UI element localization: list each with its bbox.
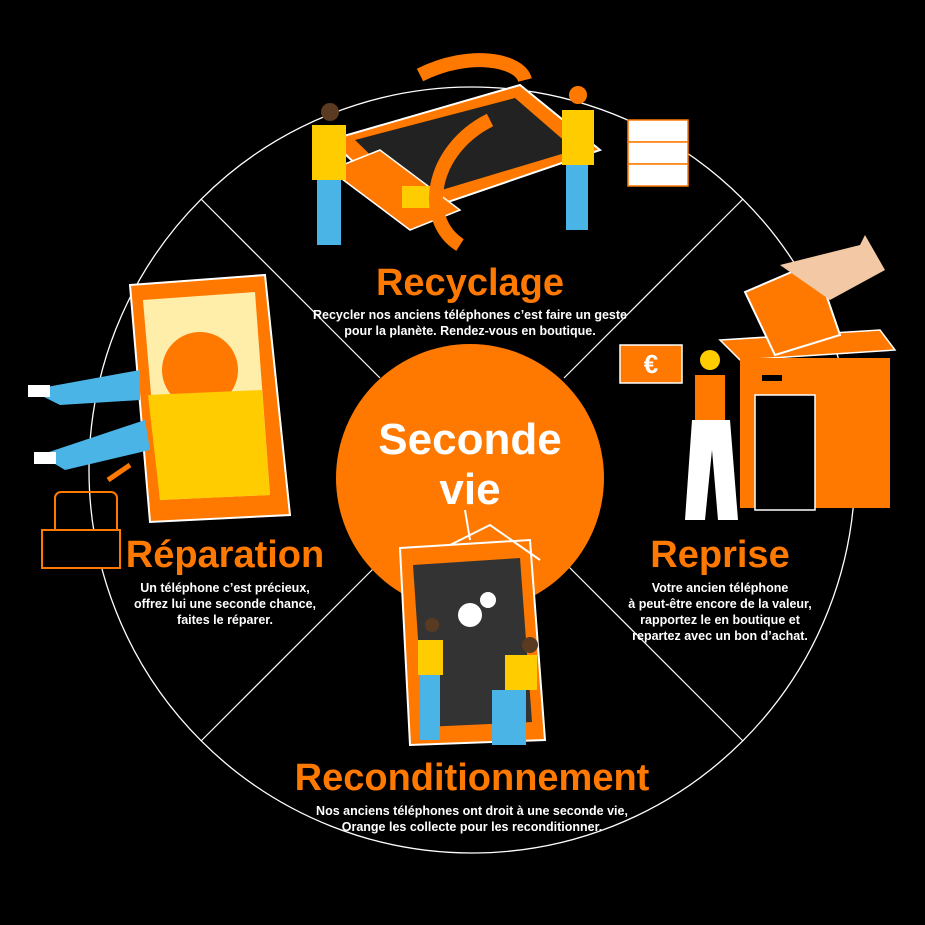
reparation-description: Un téléphone c’est précieux, offrez lui … — [105, 580, 345, 628]
reconditionnement-title: Reconditionnement — [294, 757, 650, 799]
desc-line: pour la planète. Rendez-vous en boutique… — [344, 324, 596, 338]
desc-line: repartez avec un bon d’achat. — [632, 629, 808, 643]
center-circle — [336, 344, 604, 612]
desc-line: offrez lui une seconde chance, — [134, 597, 316, 611]
reparation-title: Réparation — [125, 534, 325, 576]
desc-line: Votre ancien téléphone — [651, 581, 789, 595]
trade-in-illustration: € — [619, 235, 897, 520]
desc-line: faites le réparer. — [177, 613, 273, 627]
refurbishing-illustration — [398, 509, 547, 747]
center-line-1: Seconde — [378, 415, 562, 464]
divider-lines — [200, 198, 744, 742]
recycling-illustration — [312, 53, 689, 251]
repair-illustration — [28, 273, 292, 569]
recyclage-description: Recycler nos anciens téléphones c’est fa… — [290, 307, 650, 339]
recyclage-title: Recyclage — [375, 262, 564, 304]
center-line-2: vie — [439, 465, 501, 514]
desc-line: Nos anciens téléphones ont droit à une s… — [316, 804, 628, 818]
desc-line: Un téléphone c’est précieux, — [140, 581, 310, 595]
desc-line: Recycler nos anciens téléphones c’est fa… — [312, 308, 627, 322]
center-label: Seconde vie — [335, 415, 605, 515]
euro-sign: € — [644, 349, 658, 379]
reconditionnement-description: Nos anciens téléphones ont droit à une s… — [272, 803, 672, 835]
desc-line: Orange les collecte pour les recondition… — [341, 820, 603, 834]
desc-line: rapportez le en boutique et — [640, 613, 800, 627]
reprise-description: Votre ancien téléphone à peut-être encor… — [610, 580, 830, 644]
reprise-title: Reprise — [650, 534, 790, 576]
desc-line: à peut-être encore de la valeur, — [628, 597, 812, 611]
